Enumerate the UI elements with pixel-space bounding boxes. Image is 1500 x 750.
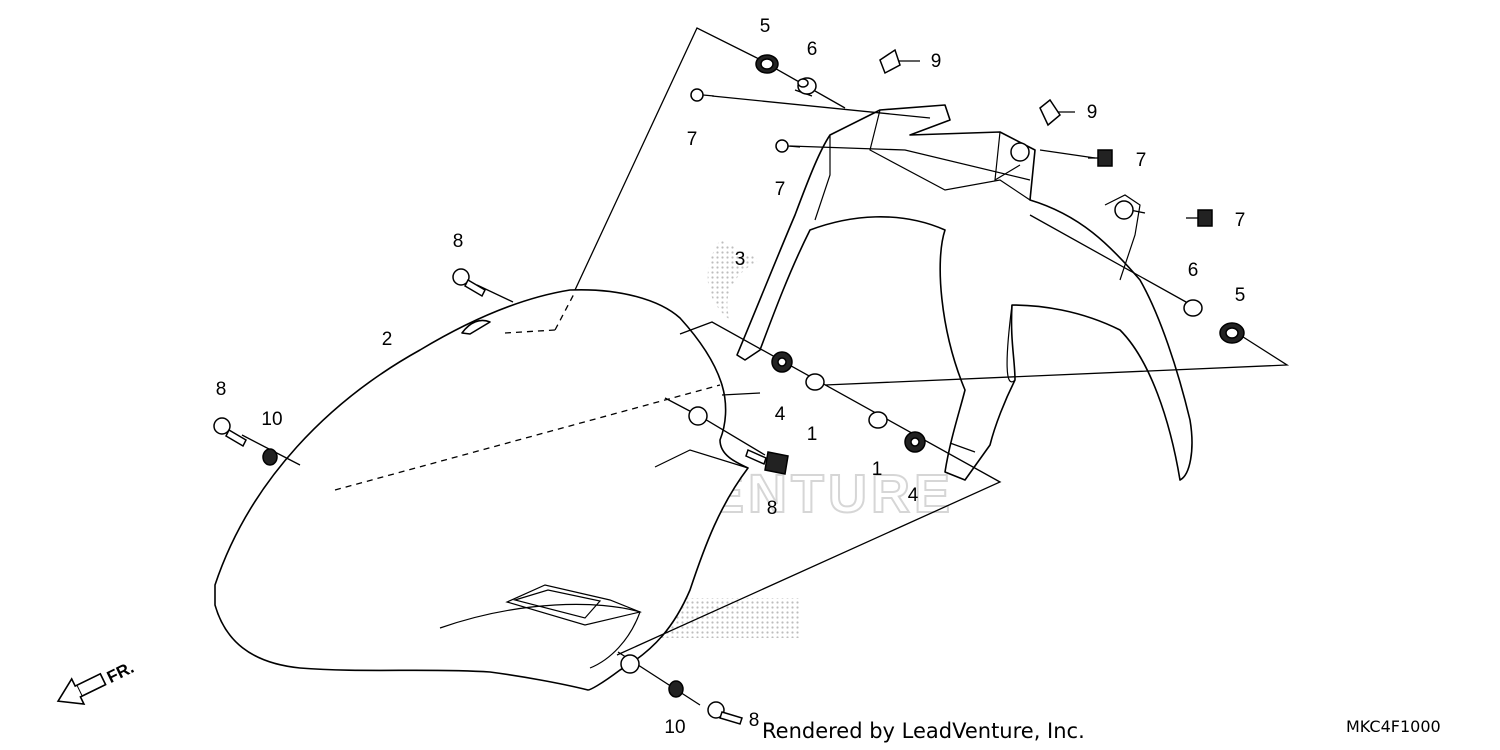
bolt-8-top: [452, 268, 486, 298]
hardware: [213, 48, 1245, 725]
collar-1-right: [868, 411, 888, 429]
callouts: 5 6 9 9 7 7 7 7 3 6 5 8 2 8 10 4 1 1 4 8…: [216, 16, 1246, 738]
inner-fender: [736, 104, 1193, 481]
washer-4-right: [904, 431, 926, 453]
diagram-code: MKC4F1000: [1346, 717, 1441, 736]
callout-4-right: 4: [908, 485, 919, 506]
callout-5-top: 5: [760, 16, 771, 37]
washer-4-left: [771, 351, 793, 373]
washer-10-bottom: [668, 680, 684, 698]
callout-10-left: 10: [261, 409, 282, 430]
grommet-5-top: [755, 54, 779, 74]
screw-7-b: [775, 139, 801, 153]
clip-9-mid: [1039, 98, 1061, 127]
callout-7-b: 7: [775, 179, 786, 200]
callout-1-left: 1: [807, 424, 818, 445]
collar-6-top: [797, 77, 817, 95]
callout-8-mid: 8: [767, 498, 778, 519]
front-arrow-label: FR.: [104, 658, 137, 687]
callout-8-bottom: 8: [749, 710, 760, 731]
callout-9-top: 9: [931, 51, 942, 72]
callout-2: 2: [382, 329, 393, 350]
screw-7-a: [690, 88, 715, 102]
callout-6-right: 6: [1188, 260, 1199, 281]
callout-7-c: 7: [1136, 150, 1147, 171]
front-direction-arrow: FR.: [56, 658, 137, 706]
clip-9-top: [879, 48, 901, 75]
callout-5-right: 5: [1235, 285, 1246, 306]
bolt-8-mid: [745, 448, 789, 475]
collar-6-right: [1183, 299, 1203, 317]
callout-7-a: 7: [687, 129, 698, 150]
callout-10-bottom: 10: [664, 717, 685, 738]
callout-3: 3: [735, 249, 746, 270]
bolt-8-left: [213, 417, 247, 448]
credit-text: Rendered by LeadVenture, Inc.: [762, 719, 1085, 743]
bolt-8-bottom: [707, 701, 743, 725]
callout-4-left: 4: [775, 404, 786, 425]
callout-6-top: 6: [807, 39, 818, 60]
callout-1-right: 1: [872, 459, 883, 480]
collar-1-left: [805, 373, 825, 391]
callout-9-mid: 9: [1087, 102, 1098, 123]
callout-8-top: 8: [453, 231, 464, 252]
callout-8-left: 8: [216, 379, 227, 400]
screw-7-c: [1088, 149, 1113, 167]
front-fender: [214, 288, 749, 691]
leader-lines: [241, 27, 1290, 706]
callout-7-d: 7: [1235, 210, 1246, 231]
screw-7-d: [1186, 209, 1213, 227]
grommet-5-right: [1219, 322, 1245, 344]
washer-10-left: [262, 448, 278, 466]
